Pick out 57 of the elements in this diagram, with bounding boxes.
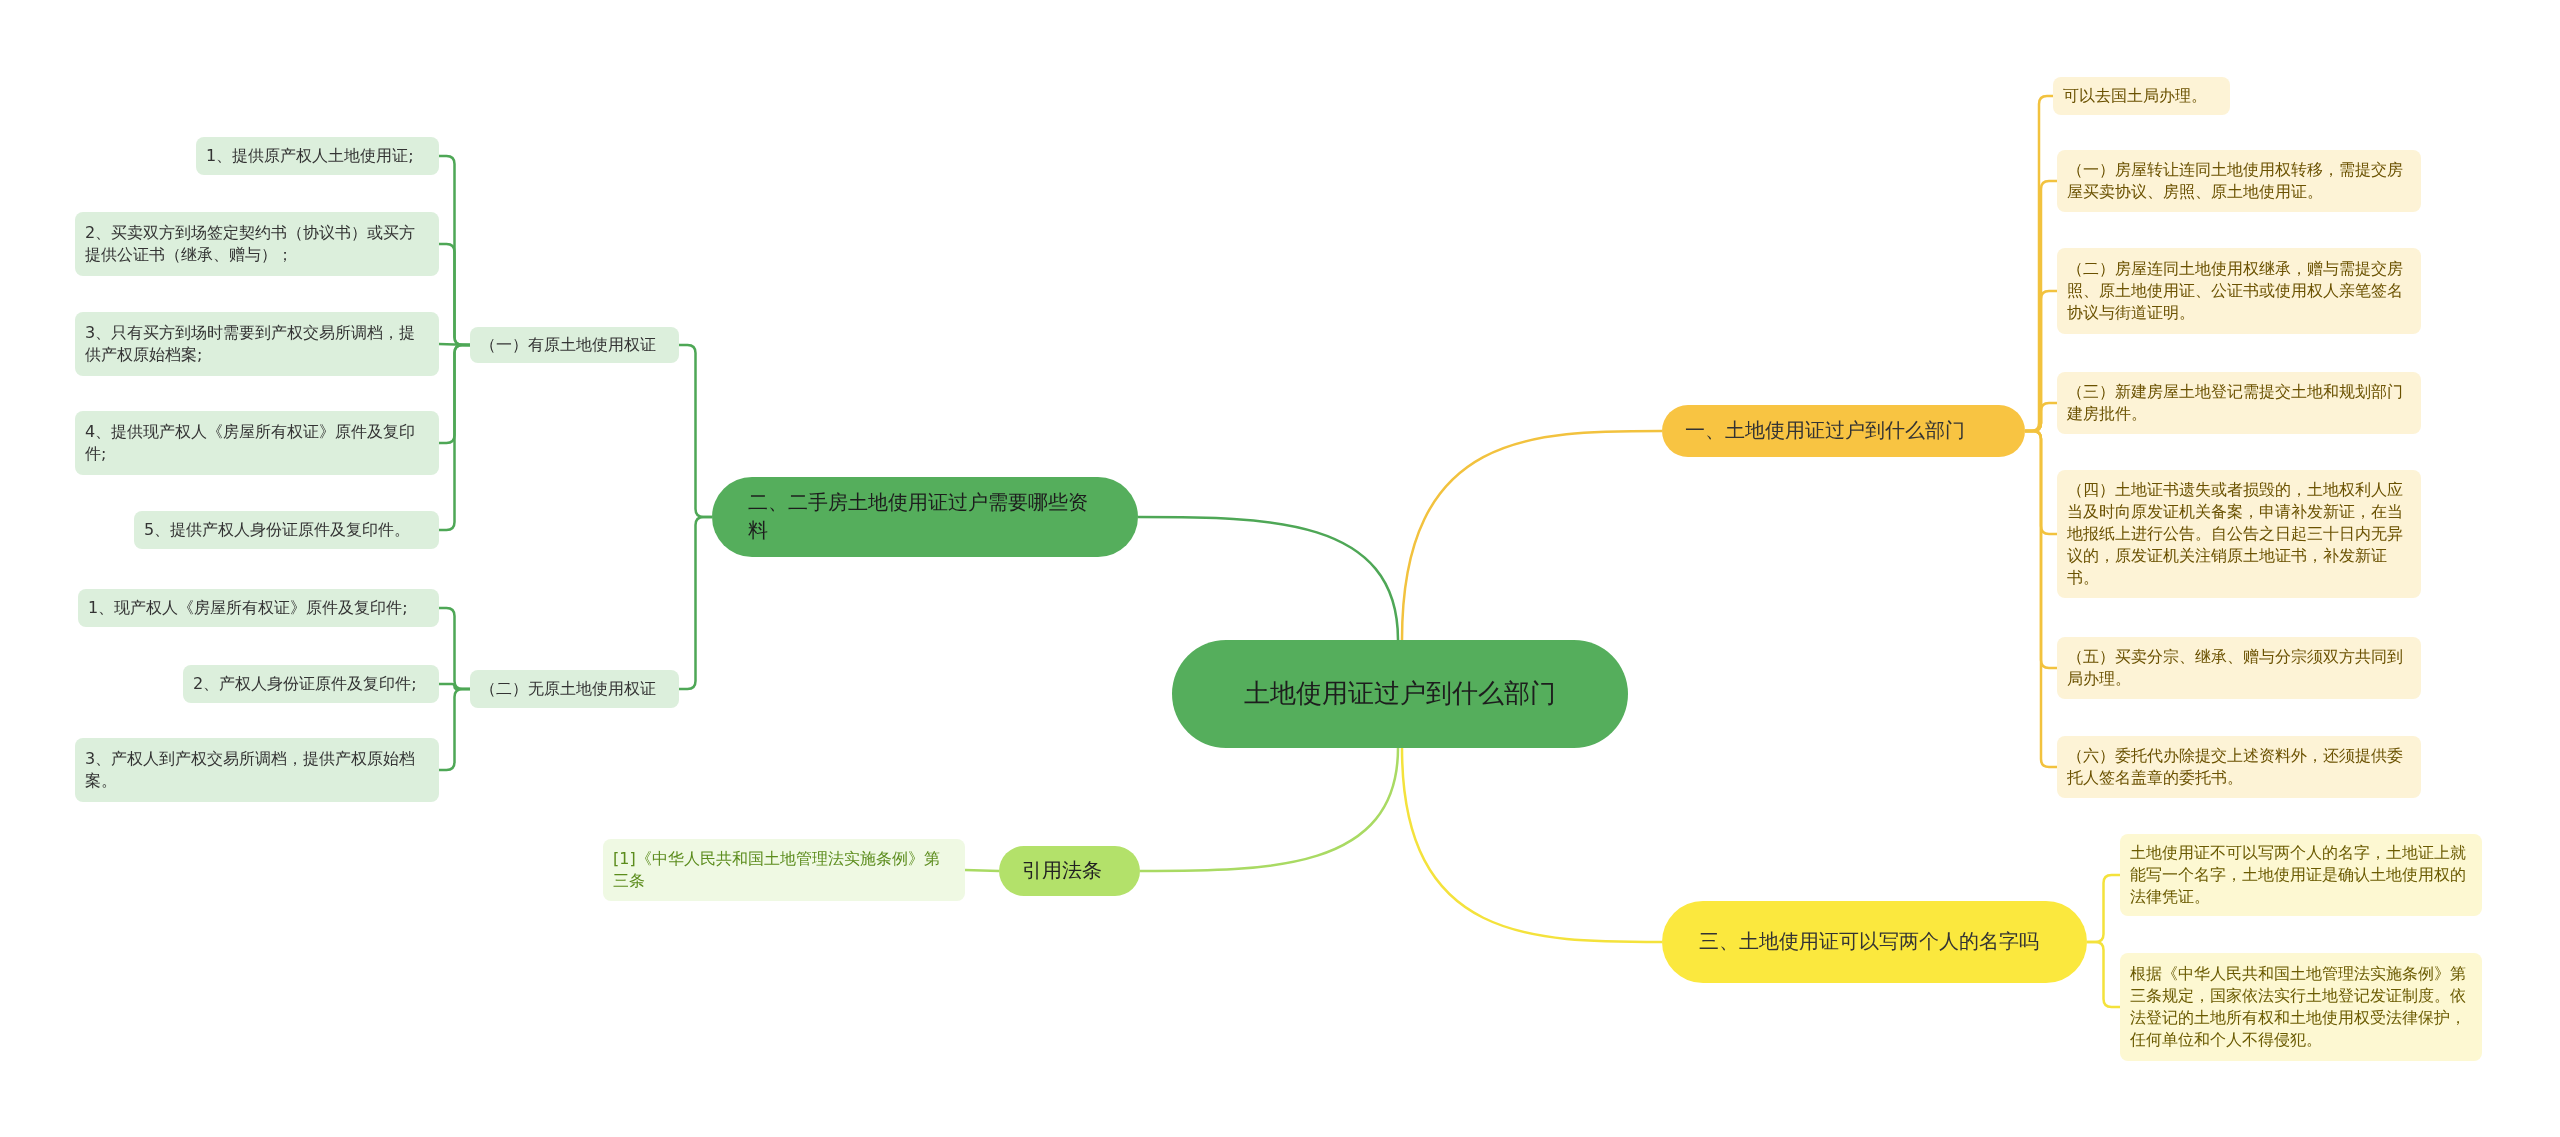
leaf-box <box>2057 637 2421 699</box>
leaf-box <box>183 665 439 703</box>
note-text: 可以去国土局办理。 <box>2063 84 2207 107</box>
note-text: 1、提供原产权人土地使用证; <box>206 144 414 167</box>
leaf-box <box>2057 248 2421 334</box>
leaf-box <box>78 589 439 627</box>
branch-topic-box <box>999 846 1140 896</box>
subtopic-box <box>470 670 679 708</box>
leaf-box <box>2120 834 2482 916</box>
leaf-box <box>2057 470 2421 598</box>
note-text: 1、现产权人《房屋所有权证》原件及复印件; <box>88 596 408 619</box>
leaf-box <box>603 839 965 901</box>
connector-line <box>1400 747 1662 944</box>
leaf-box <box>75 212 439 276</box>
connector-line <box>964 868 1000 873</box>
note-text: 3、只有买方到场时需要到产权交易所调档，提供产权原始档案; <box>85 321 417 366</box>
note-text: （五）买卖分宗、继承、赠与分宗须双方共同到局办理。 <box>2067 645 2404 690</box>
topic-text: 引用法条 <box>1022 857 1102 885</box>
note-text: 根据《中华人民共和国土地管理法实施条例》第三条规定，国家依法实行土地登记发证制度。依法登记的土地所有权和土地使用权受法律保护，任何单位和个人不得侵犯。 <box>2130 962 2467 1052</box>
topic-text: 一、土地使用证过户到什么部门 <box>1685 417 1965 445</box>
note-text: （三）新建房屋土地登记需提交土地和规划部门建房批件。 <box>2067 380 2404 425</box>
leaf-box <box>196 137 439 175</box>
note-text: [1]《中华人民共和国土地管理法实施条例》第三条 <box>613 847 941 892</box>
connector-line <box>2025 429 2057 769</box>
topic-text: 二、二手房土地使用证过户需要哪些资料 <box>748 489 1089 544</box>
connector-line <box>1138 515 1400 641</box>
leaf-box <box>75 411 439 475</box>
leaf-box <box>2120 953 2482 1061</box>
leaf-box <box>2057 736 2421 798</box>
connector-line <box>439 343 470 532</box>
note-text: 4、提供现产权人《房屋所有权证》原件及复印件; <box>85 420 417 465</box>
note-text: 2、买卖双方到场签定契约书（协议书）或买方提供公证书（继承、赠与）； <box>85 221 417 266</box>
topic-text: 三、土地使用证可以写两个人的名字吗 <box>1699 928 2039 956</box>
note-text: 土地使用证不可以写两个人的名字，土地证上就能写一个名字，土地使用证是确认土地使用权的法律凭证。 <box>2130 841 2467 909</box>
note-text: 2、产权人身份证原件及复印件; <box>193 672 417 695</box>
note-text: （四）土地证书遗失或者损毁的，土地权利人应当及时向原发证机关备案，申请补发新证，在当地报纸上进行公告。自公告之日起三十日内无异议的，原发证机关注销原土地证书，补发新证书。 <box>2067 478 2404 590</box>
note-text: （二）房屋连同土地使用权继承，赠与需提交房照、原土地使用证、公证书或使用权人亲笔签名协议与街道证明。 <box>2067 257 2404 325</box>
topic-text: （二）无原土地使用权证 <box>480 677 656 700</box>
branch-topic-box <box>1662 405 2025 457</box>
connector-line <box>679 515 712 691</box>
leaf-box <box>2053 77 2230 115</box>
leaf-box <box>2057 372 2421 434</box>
subtopic-box <box>470 327 679 363</box>
connector-line <box>439 687 470 772</box>
topic-text: （一）有原土地使用权证 <box>480 333 656 356</box>
note-text: 5、提供产权人身份证原件及复印件。 <box>144 518 411 541</box>
leaf-box <box>75 312 439 376</box>
leaf-box <box>75 738 439 802</box>
note-text: 3、产权人到产权交易所调档，提供产权原始档案。 <box>85 747 417 792</box>
connector-line <box>1140 747 1400 873</box>
leaf-box <box>134 511 439 549</box>
leaf-box <box>2057 150 2421 212</box>
note-text: （六）委托代办除提交上述资料外，还须提供委托人签名盖章的委托书。 <box>2067 744 2404 789</box>
connector-line <box>2087 940 2120 1009</box>
note-text: （一）房屋转让连同土地使用权转移，需提交房屋买卖协议、房照、原土地使用证。 <box>2067 158 2404 203</box>
connector-line <box>1400 429 1662 641</box>
topic-text: 土地使用证过户到什么部门 <box>1244 677 1556 711</box>
